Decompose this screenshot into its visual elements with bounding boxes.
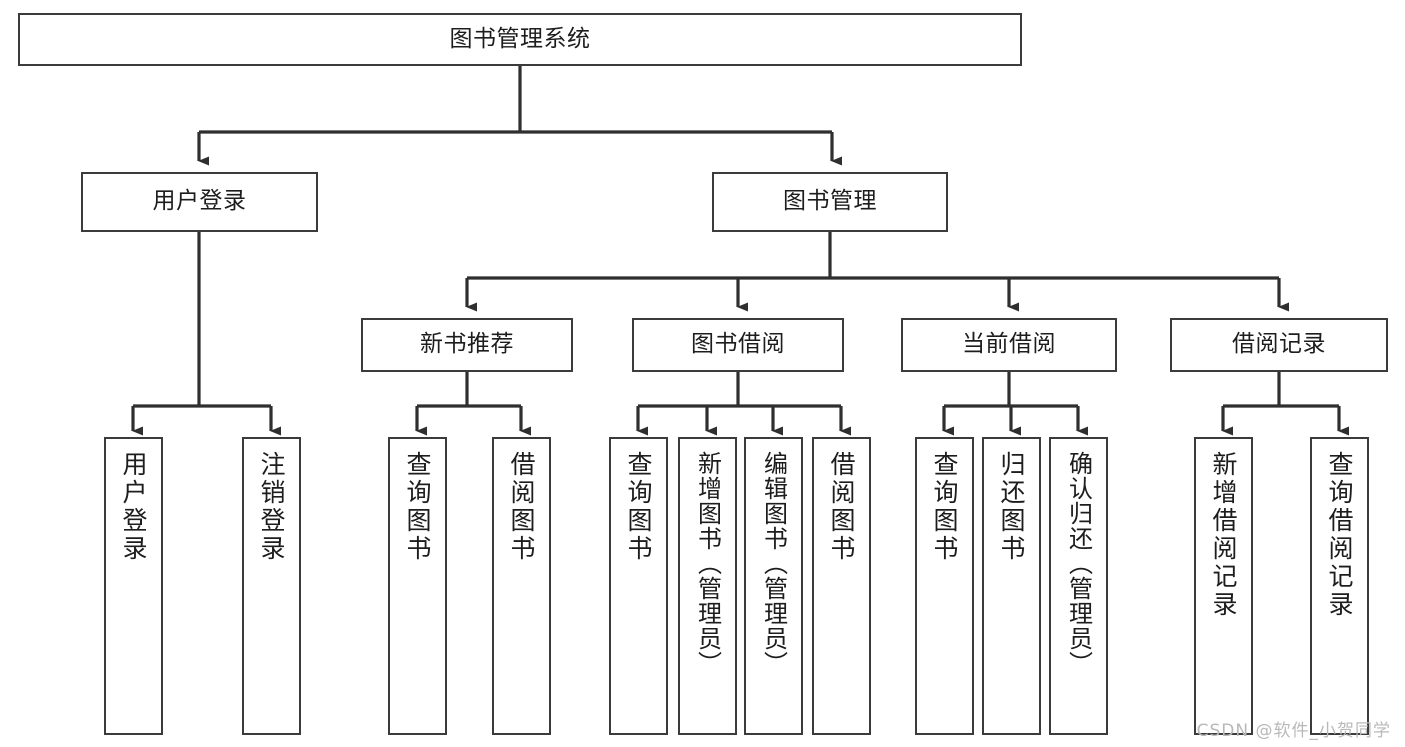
- leaf-user-login[interactable]: 用户登录: [104, 437, 163, 735]
- leaf-query-books-borrowing[interactable]: 查询图书: [609, 437, 668, 735]
- leaf-edit-book-admin[interactable]: 编辑图书（管理员）: [744, 437, 803, 735]
- node-label: 借阅记录: [1232, 331, 1326, 358]
- node-label: 编辑图书（管理员）: [759, 451, 788, 676]
- leaf-borrow-books-borrowing[interactable]: 借阅图书: [812, 437, 871, 735]
- node-label: 查询图书: [624, 451, 653, 563]
- node-label: 查询图书: [403, 451, 432, 563]
- node-label: 借阅图书: [507, 451, 536, 563]
- node-book-borrowing[interactable]: 图书借阅: [632, 318, 844, 372]
- node-root-book-management-system[interactable]: 图书管理系统: [18, 13, 1022, 66]
- node-current-borrowing[interactable]: 当前借阅: [901, 318, 1117, 372]
- node-label: 当前借阅: [962, 331, 1056, 358]
- node-label: 新书推荐: [420, 331, 514, 358]
- leaf-add-borrowing-record[interactable]: 新增借阅记录: [1194, 437, 1253, 735]
- node-label: 归还图书: [997, 451, 1026, 563]
- leaf-query-books-recommendation[interactable]: 查询图书: [388, 437, 447, 735]
- node-label: 查询图书: [930, 451, 959, 563]
- leaf-query-borrowing-record[interactable]: 查询借阅记录: [1310, 437, 1369, 735]
- node-label: 借阅图书: [827, 451, 856, 563]
- leaf-logout[interactable]: 注销登录: [242, 437, 301, 735]
- node-label: 新增借阅记录: [1209, 451, 1238, 619]
- node-label: 确认归还（管理员）: [1064, 451, 1093, 676]
- leaf-return-books[interactable]: 归还图书: [982, 437, 1041, 735]
- node-label: 新增图书（管理员）: [693, 451, 722, 676]
- node-label: 图书管理系统: [449, 25, 591, 52]
- node-label: 查询借阅记录: [1325, 451, 1354, 619]
- node-label: 用户登录: [152, 188, 247, 215]
- node-label: 图书管理: [783, 188, 877, 215]
- node-label: 用户登录: [119, 451, 148, 563]
- node-book-management[interactable]: 图书管理: [712, 172, 948, 232]
- leaf-borrow-books-recommendation[interactable]: 借阅图书: [492, 437, 551, 735]
- node-borrowing-records[interactable]: 借阅记录: [1170, 318, 1388, 372]
- node-new-book-recommendation[interactable]: 新书推荐: [361, 318, 573, 372]
- node-label: 注销登录: [257, 451, 286, 563]
- leaf-confirm-return-admin[interactable]: 确认归还（管理员）: [1049, 437, 1108, 735]
- node-label: 图书借阅: [691, 331, 785, 358]
- leaf-query-books-current[interactable]: 查询图书: [915, 437, 974, 735]
- node-user-login[interactable]: 用户登录: [81, 172, 318, 232]
- leaf-add-book-admin[interactable]: 新增图书（管理员）: [678, 437, 737, 735]
